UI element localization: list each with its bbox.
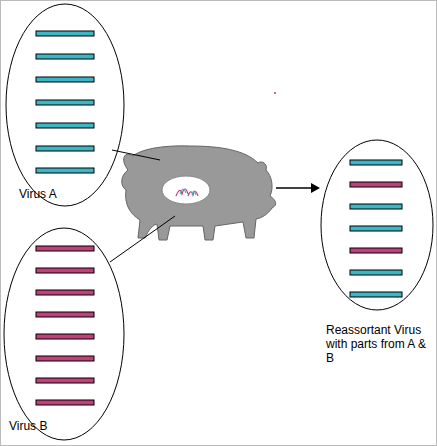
reassortant-virus-ellipse: Reassortant Virus with parts from A & B bbox=[320, 139, 434, 379]
virus-a-ellipse: Virus A bbox=[5, 3, 125, 207]
virus-label: Virus A bbox=[19, 187, 99, 201]
stray-dot bbox=[274, 92, 276, 94]
pig bbox=[122, 146, 276, 240]
reassortant-segments bbox=[350, 160, 402, 297]
virus-label: Reassortant Virus with parts from A & B bbox=[326, 323, 430, 365]
virus-label: Virus B bbox=[9, 419, 89, 433]
virus-b-segments bbox=[36, 246, 94, 405]
result-arrow bbox=[276, 183, 320, 193]
ellipse-outline bbox=[320, 139, 434, 311]
virus-a-segments bbox=[36, 31, 94, 173]
leader-lines bbox=[110, 150, 175, 262]
virus-b-ellipse: Virus B bbox=[3, 227, 125, 441]
ellipse-outline bbox=[3, 227, 125, 441]
ellipse-outline bbox=[5, 3, 125, 207]
